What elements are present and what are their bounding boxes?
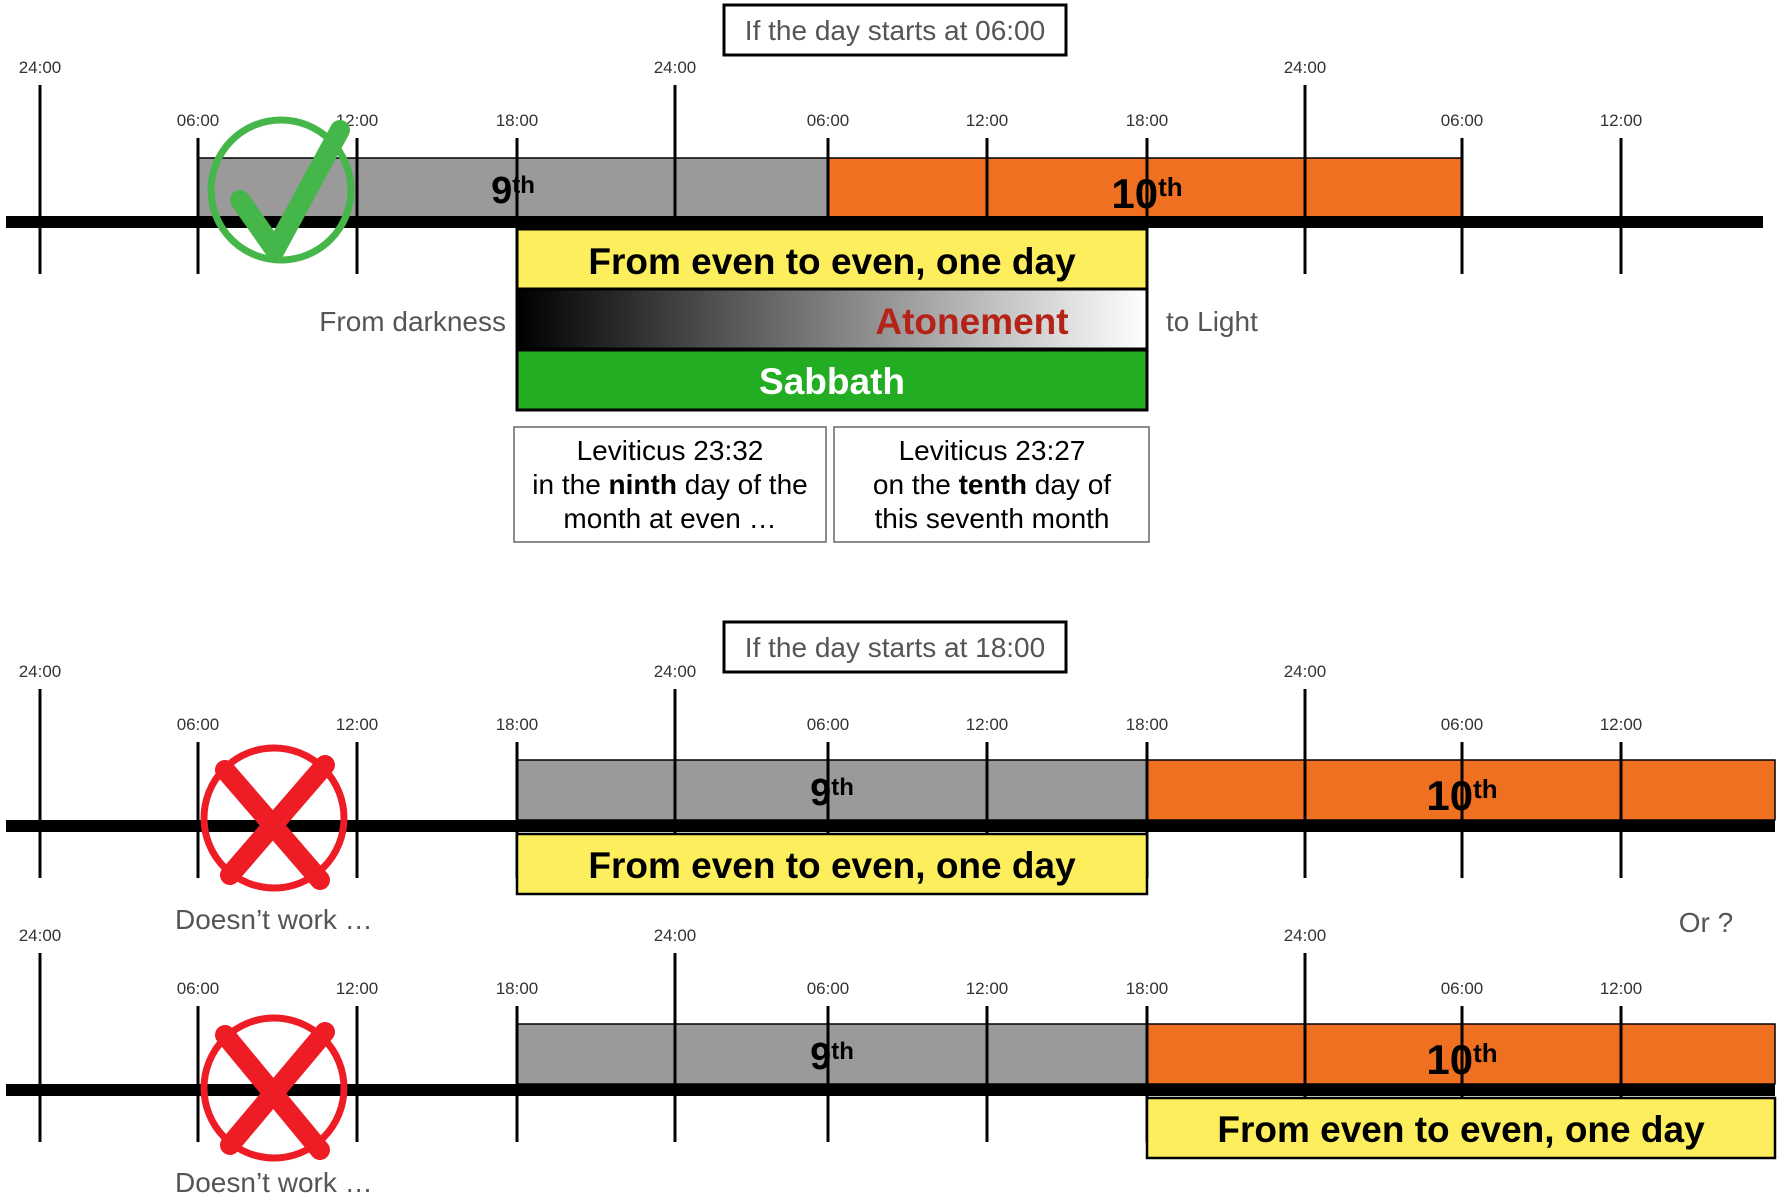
day-9-label: 9th [810,1036,854,1078]
doesnt-work-label: Doesn’t work … [175,1167,373,1198]
tick-label: 06:00 [807,715,850,734]
tick-label: 24:00 [654,662,697,681]
tick-label: 12:00 [1600,111,1643,130]
atonement-gradient-box [515,287,1149,351]
tick-label: 18:00 [496,111,539,130]
tick-label: 12:00 [966,715,1009,734]
tick-label: 06:00 [1441,111,1484,130]
day-10-label: 10th [1426,772,1497,819]
tick-label: 06:00 [807,111,850,130]
verse-box-tenth: Leviticus 23:27 on the tenth day of this… [833,426,1150,543]
even-to-even-box [515,227,1149,291]
tick-label: 18:00 [1126,715,1169,734]
light-label: to Light [1166,306,1258,337]
verse-line: month at even … [563,503,776,534]
panel-start-1800-b: 9th 10th 24:00 06:00 12:00 18:00 24:00 06:00 1… [6,926,1777,1198]
even-to-even-box [515,832,1149,896]
panel-start-1800-a: If the day starts at 18:00 9th 10th 24:0… [6,620,1776,938]
tick-label: 24:00 [654,926,697,945]
tick-label: 12:00 [1600,715,1643,734]
tick-label: 18:00 [1126,979,1169,998]
tick-label: 24:00 [1284,926,1327,945]
tick-label: 24:00 [1284,58,1327,77]
verse-box-ninth: Leviticus 23:32 in the ninth day of the … [513,426,827,543]
tick-label: 18:00 [496,979,539,998]
tick-label: 24:00 [19,58,62,77]
atonement-label: Atonement [875,301,1068,342]
tick-labels: 24:00 06:00 12:00 18:00 24:00 06:00 12:00 18:00… [19,926,1643,998]
tick-label: 06:00 [1441,715,1484,734]
tick-label: 12:00 [966,979,1009,998]
tick-label: 06:00 [807,979,850,998]
panel-heading-box [722,620,1068,674]
even-to-even-box [1145,1096,1777,1160]
or-label: Or ? [1679,907,1733,938]
even-to-even-label: From even to even, one day [588,845,1076,886]
verse-title: Leviticus 23:27 [899,435,1086,466]
tick-label: 18:00 [496,715,539,734]
panel-heading: If the day starts at 18:00 [745,632,1045,663]
day-10-label: 10th [1111,170,1182,217]
tick-label: 06:00 [177,979,220,998]
tick-label: 12:00 [1600,979,1643,998]
tick-label: 12:00 [336,979,379,998]
tick-label: 12:00 [966,111,1009,130]
sabbath-box [515,348,1149,412]
sabbath-label: Sabbath [759,361,905,402]
panel-heading: If the day starts at 06:00 [745,15,1045,46]
tick-label: 24:00 [654,58,697,77]
darkness-label: From darkness [319,306,506,337]
tick-label: 18:00 [1126,111,1169,130]
tick-label: 06:00 [177,111,220,130]
cross-icon [200,1014,348,1162]
panel-heading-box [722,3,1068,57]
day-9-label: 9th [810,772,854,814]
panel-start-0600: If the day starts at 06:00 9th 10th 24:0… [6,3,1763,543]
tick-label: 06:00 [1441,979,1484,998]
check-icon [207,116,355,264]
verse-line: on the tenth day of [873,469,1111,500]
even-to-even-label: From even to even, one day [588,241,1076,282]
tick-label: 06:00 [177,715,220,734]
tick-labels: 24:00 06:00 12:00 18:00 24:00 06:00 12:00 18:00… [19,662,1643,734]
verse-line: this seventh month [874,503,1109,534]
cross-icon [200,744,348,892]
tick-label: 24:00 [19,662,62,681]
even-to-even-label: From even to even, one day [1217,1109,1705,1150]
day-10-bar [827,157,1463,219]
day-10-label: 10th [1426,1036,1497,1083]
doesnt-work-label: Doesn’t work … [175,904,373,935]
verse-line: in the ninth day of the [532,469,807,500]
tick-label: 24:00 [19,926,62,945]
verse-title: Leviticus 23:32 [577,435,764,466]
tick-label: 24:00 [1284,662,1327,681]
tick-label: 12:00 [336,715,379,734]
